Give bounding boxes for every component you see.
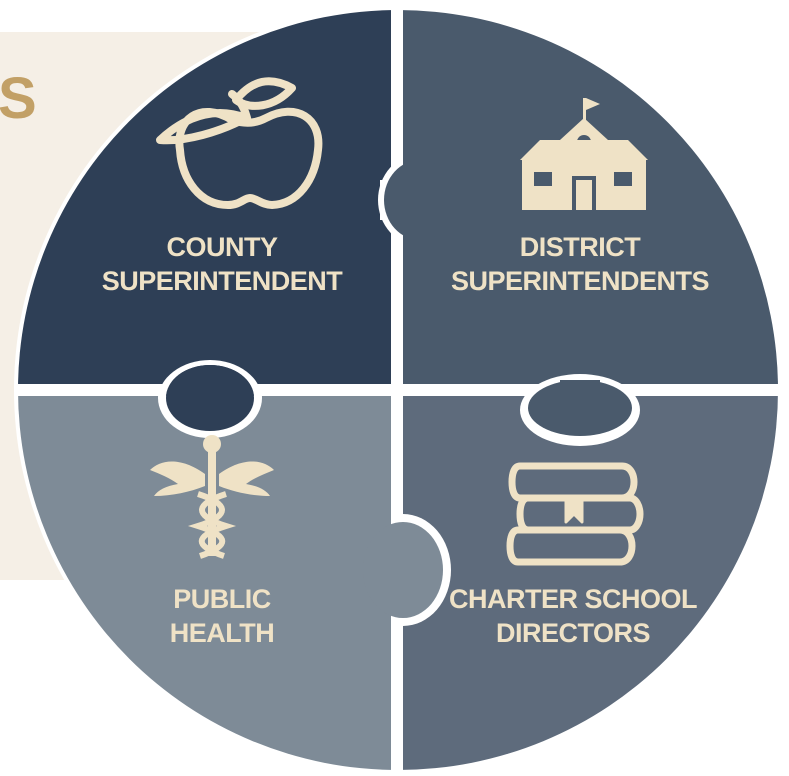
- banner-partial-text: S: [0, 66, 37, 131]
- books-icon: [506, 462, 644, 566]
- label-county-line2: SUPERINTENDENT: [102, 266, 344, 296]
- label-charter-line1: CHARTER SCHOOL: [449, 584, 697, 614]
- label-public-health-line2: HEALTH: [170, 618, 275, 648]
- tab-district-down-overlay: [528, 380, 632, 436]
- apple-icon: [156, 77, 323, 209]
- label-district-line1: DISTRICT: [520, 232, 642, 262]
- label-charter-line2: DIRECTORS: [496, 618, 650, 648]
- label-district-line2: SUPERINTENDENTS: [451, 266, 709, 296]
- caduceus-icon: [150, 435, 274, 559]
- tab-district-left: [384, 160, 456, 240]
- school-building-icon: [520, 98, 648, 210]
- label-county-line1: COUNTY: [167, 232, 278, 262]
- label-public-health-line1: PUBLIC: [173, 584, 271, 614]
- puzzle-outline: [14, 6, 782, 774]
- tab-county-down-overlay: [166, 365, 254, 431]
- tab-public-health-right: [363, 522, 443, 618]
